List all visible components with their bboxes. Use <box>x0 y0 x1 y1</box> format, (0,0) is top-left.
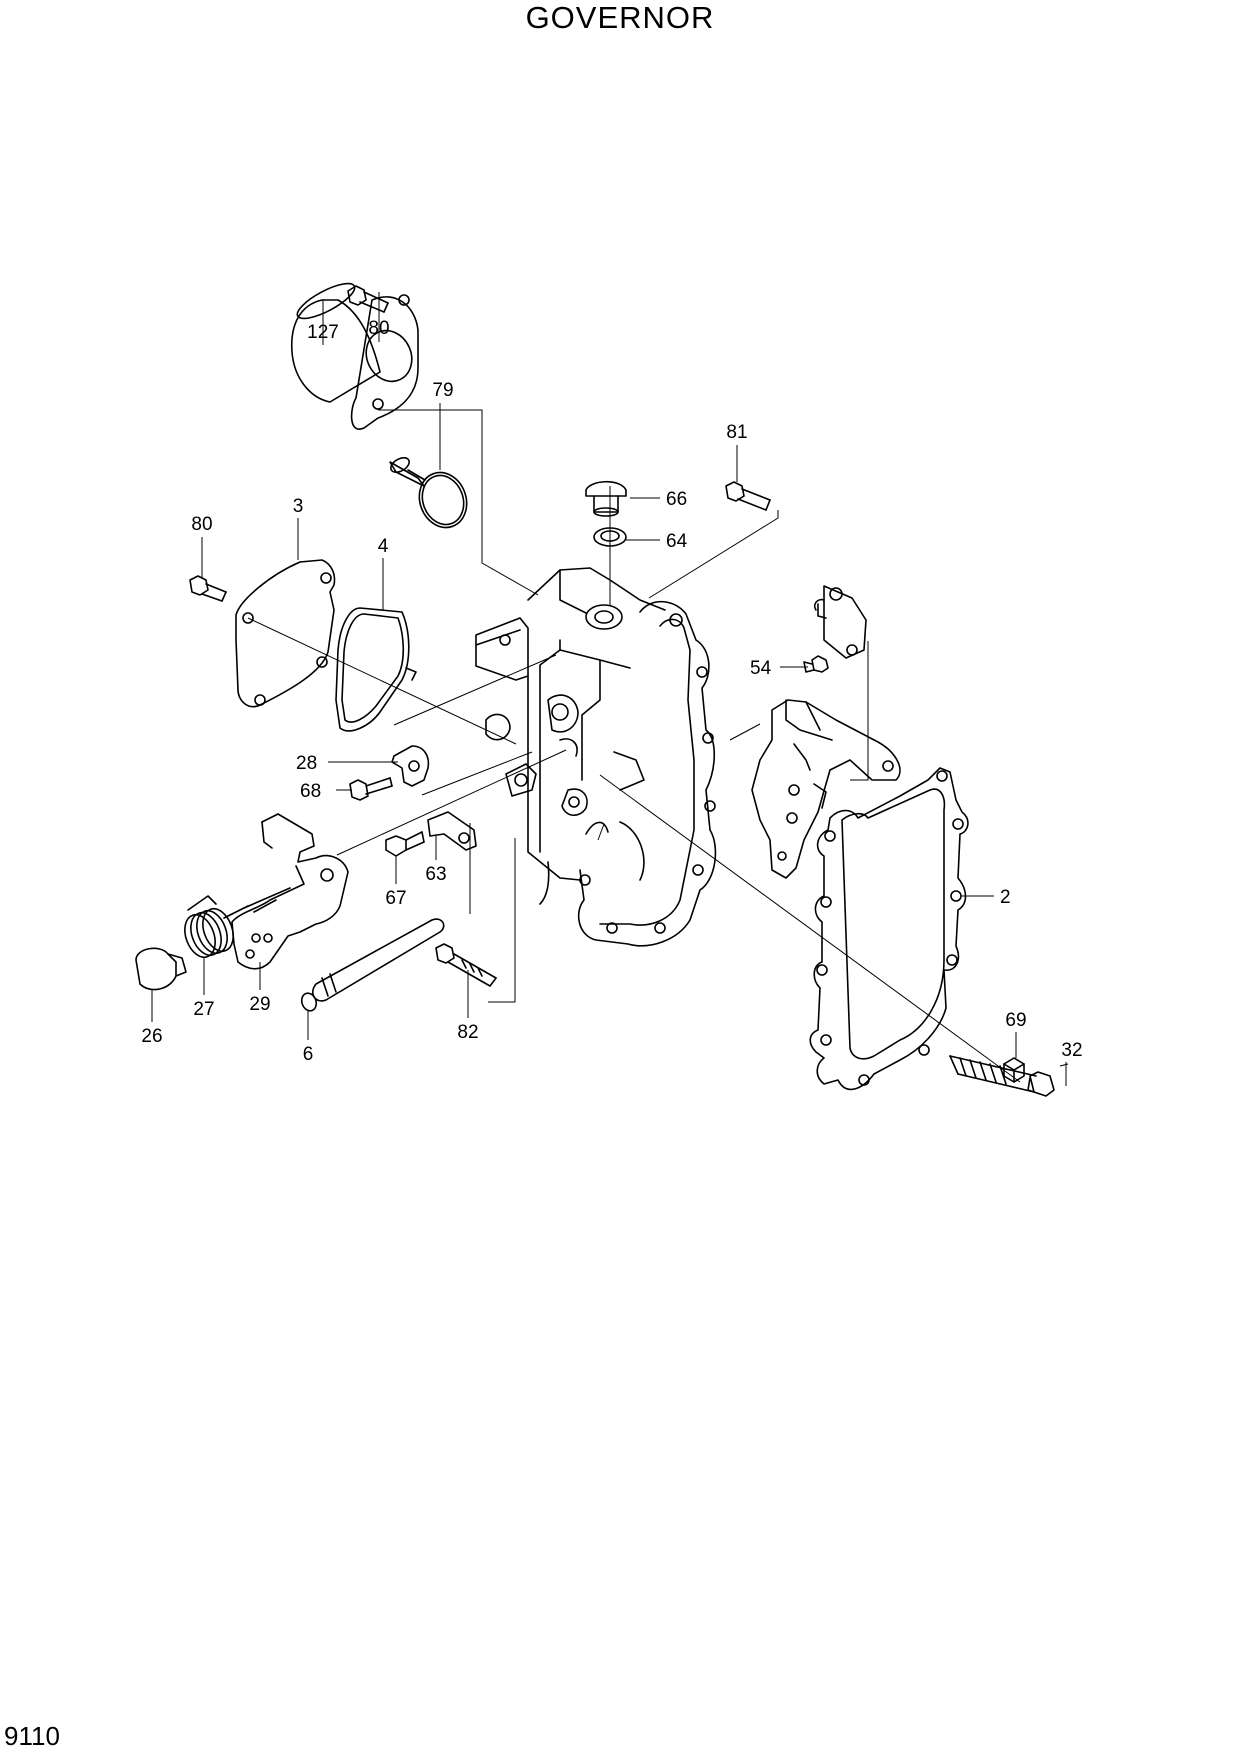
clip-63 <box>427 811 477 851</box>
gasket-4 <box>335 607 417 732</box>
callout-29: 29 <box>249 994 270 1015</box>
cover-plate-3 <box>235 559 336 708</box>
nut-69 <box>1003 1057 1025 1083</box>
bolt-80-left <box>189 575 227 602</box>
screw-67 <box>385 831 425 857</box>
page-number: 9110 <box>4 1721 60 1751</box>
callout-80-left: 80 <box>191 514 212 535</box>
callout-67: 67 <box>385 888 406 909</box>
label-leaders <box>151 292 1069 1086</box>
callout-labels: 127 80 79 81 66 64 3 80 4 54 28 68 63 67… <box>141 318 1082 1065</box>
lever-29 <box>231 813 349 970</box>
callout-127: 127 <box>307 322 339 343</box>
callout-27: 27 <box>193 999 214 1020</box>
callout-26: 26 <box>141 1026 162 1047</box>
callout-79: 79 <box>432 380 453 401</box>
callout-2: 2 <box>1000 887 1011 908</box>
screw-68 <box>349 777 393 801</box>
governor-housing <box>475 567 717 947</box>
callout-63: 63 <box>425 864 446 885</box>
callout-3: 3 <box>293 496 304 517</box>
callout-32: 32 <box>1061 1040 1082 1061</box>
callout-69: 69 <box>1005 1010 1026 1031</box>
shaft-6 <box>300 918 445 1012</box>
plug-66 <box>585 480 627 517</box>
callout-81: 81 <box>726 422 747 443</box>
bolt-54 <box>803 655 829 673</box>
callout-6: 6 <box>303 1044 314 1065</box>
callout-82: 82 <box>457 1022 478 1043</box>
solenoid-part <box>290 282 426 487</box>
callout-66: 66 <box>666 489 687 510</box>
callout-4: 4 <box>378 536 389 557</box>
washer-64 <box>593 527 627 547</box>
bolt-32 <box>949 1055 1055 1097</box>
callout-68: 68 <box>300 781 321 802</box>
plate-28 <box>391 745 430 787</box>
bolt-82 <box>435 943 497 987</box>
explosion-lines <box>247 409 1021 1083</box>
page-title: GOVERNOR <box>526 0 715 35</box>
callout-80-top: 80 <box>368 318 389 339</box>
callout-64: 64 <box>666 531 688 552</box>
callout-28: 28 <box>296 753 317 774</box>
gasket-2 <box>809 767 969 1091</box>
callout-54: 54 <box>750 658 772 679</box>
bolt-81 <box>725 481 771 511</box>
plug-26 <box>135 947 187 991</box>
bolt-80-top <box>347 285 389 313</box>
o-ring-79 <box>418 471 468 529</box>
spring-27 <box>184 895 249 959</box>
lever-assembly-54 <box>751 585 901 879</box>
